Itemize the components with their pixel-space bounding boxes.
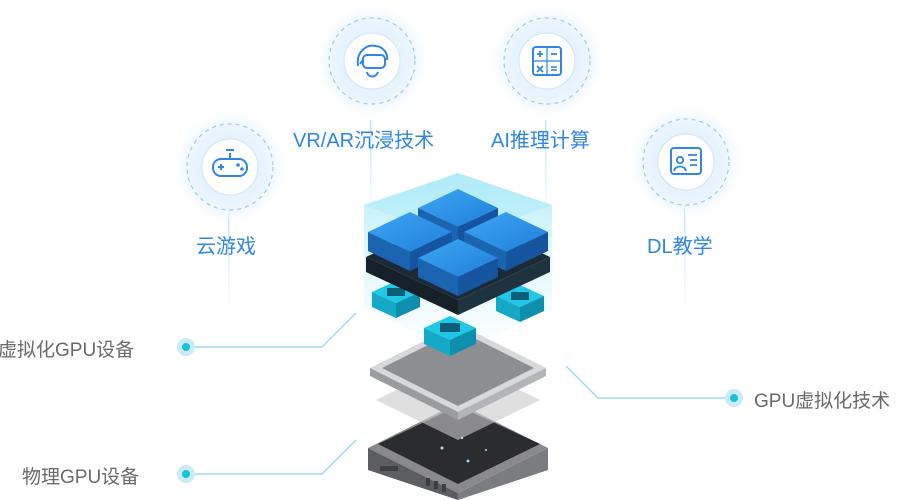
gpu-stack-illustration — [364, 173, 552, 500]
physical-gpu-server — [368, 403, 548, 500]
vr-headset-icon — [315, 4, 429, 118]
teaching-board-icon — [629, 105, 743, 219]
connector-dot-tech — [725, 389, 743, 407]
layer-connectors — [186, 312, 734, 475]
calculator-icon — [490, 4, 604, 118]
usecase-label-dl-teaching: DL教学 — [647, 236, 713, 258]
usecase-connectors — [228, 120, 686, 310]
connector-dot-virtual — [177, 338, 195, 356]
layer-label-gpu-virtualization: GPU虚拟化技术 — [754, 391, 891, 412]
usecase-label-vr-ar: VR/AR沉浸技术 — [293, 130, 435, 152]
connector-dot-physical — [177, 465, 195, 483]
blue-compute-tiles — [368, 189, 548, 296]
layer-label-physical-gpu: 物理GPU设备 — [22, 467, 140, 488]
layer-label-virtual-gpu: 虚拟化GPU设备 — [0, 340, 135, 361]
gamepad-icon — [173, 110, 287, 224]
usecase-label-ai-inference: AI推理计算 — [491, 130, 590, 152]
usecase-label-cloud-gaming: 云游戏 — [196, 236, 256, 258]
